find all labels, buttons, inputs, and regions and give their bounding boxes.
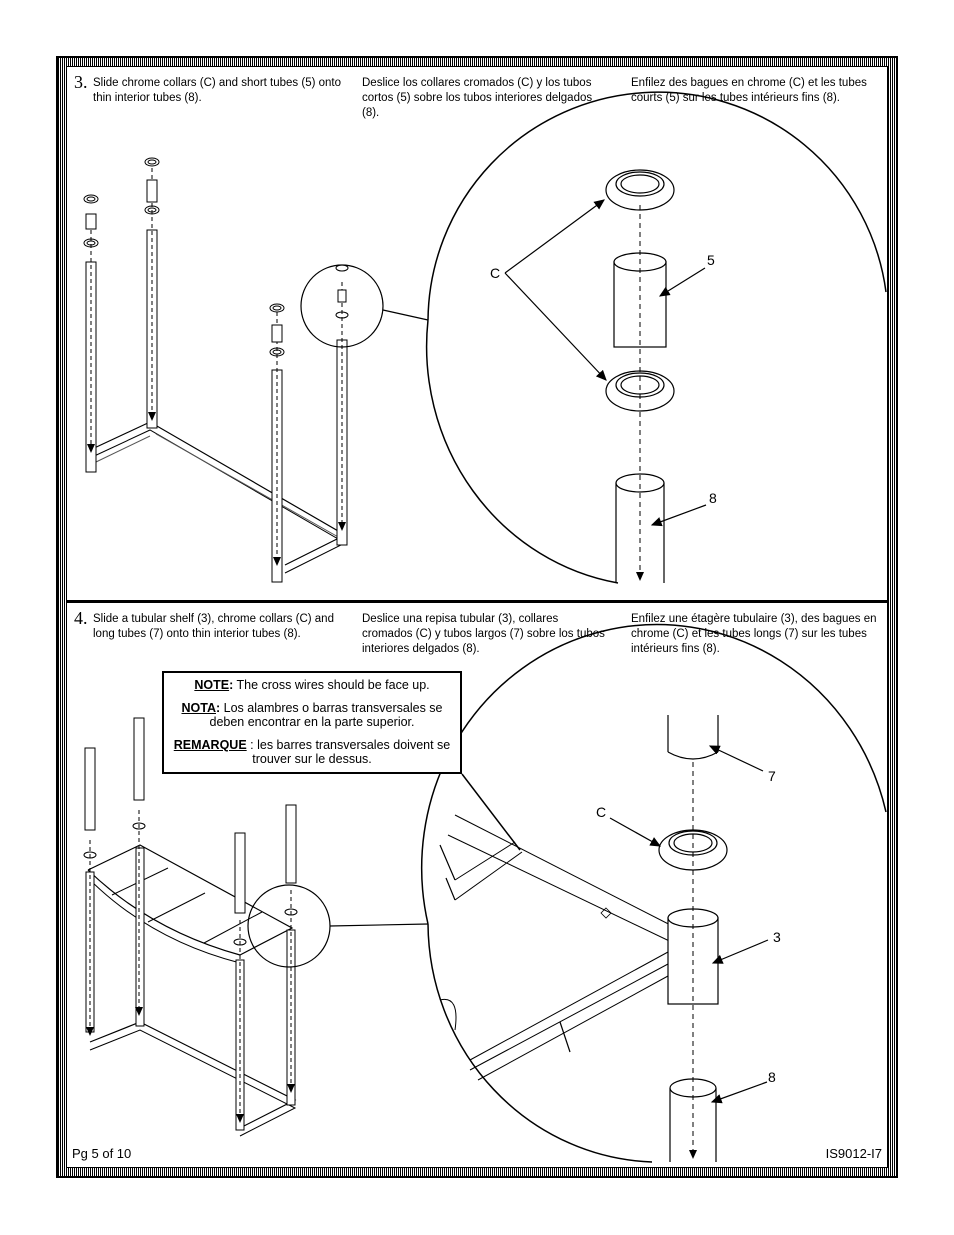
note-fr-label: REMARQUE <box>173 738 247 752</box>
page-border-outer <box>56 56 898 1178</box>
step4-text-es: Deslice una repisa tubular (3), collares… <box>362 613 605 655</box>
step3-number: 3. <box>74 72 88 92</box>
step3-callout-interior-tube: 8 <box>709 490 717 506</box>
step4-detail-view <box>420 623 887 1163</box>
note-fr: REMARQUE : les barres transversales doiv… <box>173 738 451 766</box>
step4-number: 4. <box>74 608 88 628</box>
page-number: Pg 5 of 10 <box>72 1146 132 1161</box>
step3-text-fr: Enfilez des bagues en chrome (C) et les … <box>631 77 867 104</box>
step3-callout-collar: C <box>490 265 500 281</box>
step4-callout-long-tube: 7 <box>768 768 776 784</box>
page-border-hatch <box>58 58 896 1176</box>
note-es-label: NOTA <box>181 701 216 715</box>
page-border-inner <box>66 66 888 1168</box>
step4-text-fr: Enfilez une étagère tubulaire (3), des b… <box>631 613 877 655</box>
note-en-text: The cross wires should be face up. <box>236 678 430 692</box>
note-en-label: NOTE <box>194 678 230 692</box>
step4-callout-interior-tube: 8 <box>768 1069 776 1085</box>
document-id: IS9012-I7 <box>825 1146 882 1161</box>
step3-callout-short-tube: 5 <box>707 252 715 268</box>
step4-frame-illustration <box>83 717 429 1137</box>
note-en: NOTE: The cross wires should be face up. <box>194 678 430 692</box>
step-divider <box>66 600 888 603</box>
step3-text-en: Slide chrome collars (C) and short tubes… <box>93 77 341 104</box>
step4-callout-shelf: 3 <box>773 929 781 945</box>
step3-frame-illustration <box>83 157 429 583</box>
note-box: NOTE: The cross wires should be face up.… <box>162 671 462 774</box>
step4-callout-collar: C <box>596 804 606 820</box>
step3-text-es: Deslice los collares cromados (C) y los … <box>362 77 593 119</box>
step3-detail-view <box>425 91 887 584</box>
note-es-text: Los alambres o barras transversales se d… <box>209 701 443 729</box>
note-es: NOTA: Los alambres o barras transversale… <box>181 701 443 729</box>
note-fr-text: les barres transversales doivent se trou… <box>252 738 451 766</box>
step4-text-en: Slide a tubular shelf (3), chrome collar… <box>93 613 334 640</box>
